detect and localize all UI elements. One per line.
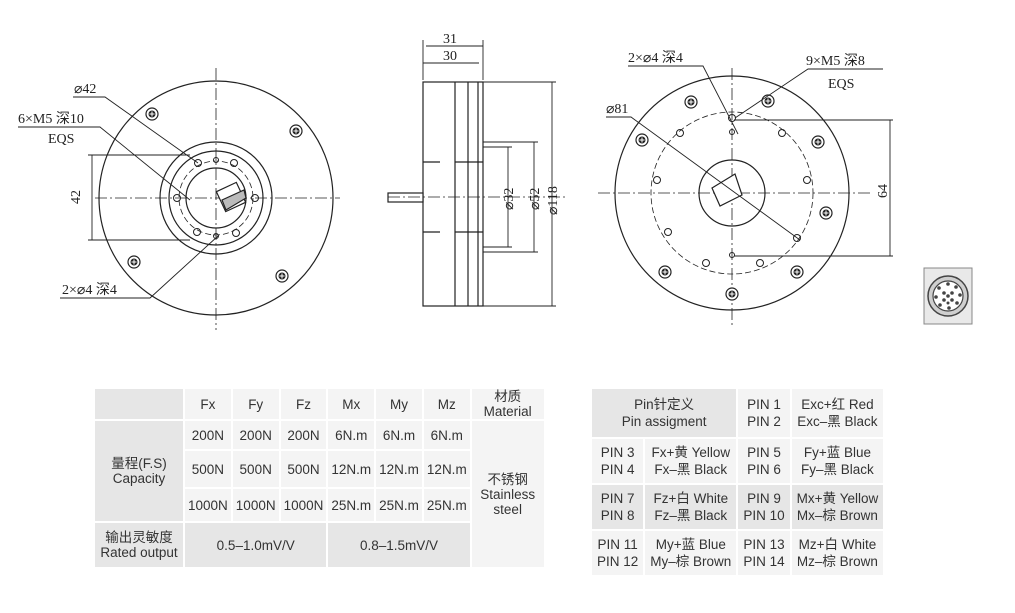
output-force: 0.5–1.0mV/V <box>182 521 329 569</box>
table-cell: 12N.m <box>374 449 424 489</box>
screw-icon <box>275 269 289 283</box>
table-cell: 6N.m <box>421 419 472 451</box>
screw-icon <box>658 265 672 279</box>
dim-eqs-back: EQS <box>828 77 854 92</box>
col-header: My <box>374 387 424 421</box>
table-cell: 200N <box>230 419 281 451</box>
dim-64: 64 <box>876 184 891 198</box>
table-cell: 25N.m <box>326 487 377 523</box>
dim-pin-holes: 2×⌀4 深4 <box>62 282 117 298</box>
dim-31: 31 <box>443 32 457 47</box>
screw-icon <box>684 95 698 109</box>
table-cell: 200N <box>183 419 233 451</box>
table-cell: 500N <box>183 449 233 489</box>
screw-icon <box>289 124 303 138</box>
pin-label: PIN 7 PIN 8 <box>589 483 646 531</box>
screw-icon <box>819 206 833 220</box>
output-label: 输出灵敏度 Rated output <box>93 521 185 569</box>
dim-eqs: EQS <box>48 132 74 147</box>
table-cell: 12N.m <box>326 449 377 489</box>
pin-value: My+蓝 Blue My–棕 Brown <box>643 529 739 577</box>
spec-table: Fx Fy Fz Mx My Mz 材质 Material 量程(F.S) Ca… <box>93 387 546 569</box>
table-cell: 6N.m <box>326 419 377 451</box>
pin-value: Fy+蓝 Blue Fy–黑 Black <box>789 437 886 485</box>
table-cell: 1000N <box>230 487 281 523</box>
pin-label: PIN 3 PIN 4 <box>589 437 646 485</box>
screw-icon <box>145 107 159 121</box>
table-cell: 1000N <box>183 487 233 523</box>
pin-label: PIN 9 PIN 10 <box>736 483 792 531</box>
table-cell: 500N <box>230 449 281 489</box>
pin-value: Mx+黄 Yellow Mx–棕 Brown <box>789 483 886 531</box>
dim-42: 42 <box>69 190 84 204</box>
capacity-label: 量程(F.S) Capacity <box>93 419 185 523</box>
col-header: Mx <box>326 387 377 421</box>
col-header: Fy <box>230 387 281 421</box>
table-cell: 1000N <box>278 487 329 523</box>
pin-value: Exc+红 Red Exc–黑 Black <box>789 387 886 439</box>
back-view <box>598 68 870 325</box>
table-cell: 25N.m <box>374 487 424 523</box>
dim-thread-holes: 6×M5 深10 <box>18 111 84 127</box>
pin-value: Fz+白 White Fz–黑 Black <box>643 483 739 531</box>
col-header: Fz <box>278 387 329 421</box>
pin-value: Mz+白 White Mz–棕 Brown <box>789 529 886 577</box>
table-cell: 25N.m <box>421 487 472 523</box>
table-cell: 12N.m <box>421 449 472 489</box>
dim-diameter-118: ⌀118 <box>546 186 561 215</box>
material-value: 不锈钢 Stainless steel <box>469 419 546 569</box>
screw-icon <box>761 94 775 108</box>
table-cell: 6N.m <box>374 419 424 451</box>
pin-table: Pin针定义 Pin assigment PIN 1 PIN 2 Exc+红 R… <box>589 387 886 577</box>
dim-diameter-42: ⌀42 <box>74 82 96 97</box>
pin-value: Fx+黄 Yellow Fx–黑 Black <box>643 437 739 485</box>
dim-diameter-32: ⌀32 <box>502 188 517 210</box>
table-cell: 500N <box>278 449 329 489</box>
screw-icon <box>811 135 825 149</box>
dim-diameter-52: ⌀52 <box>528 188 543 210</box>
dim-thread-holes-back: 9×M5 深8 <box>806 53 865 69</box>
pin-label: PIN 11 PIN 12 <box>589 529 646 577</box>
front-view <box>95 68 340 330</box>
table-cell: 200N <box>278 419 329 451</box>
col-header: Fx <box>183 387 233 421</box>
connector-icon <box>923 267 973 325</box>
pin-header: Pin针定义 Pin assigment <box>589 387 739 439</box>
pin-label: PIN 13 PIN 14 <box>736 529 792 577</box>
screw-icon <box>725 287 739 301</box>
col-header: Mz <box>421 387 472 421</box>
dim-pin-holes-back: 2×⌀4 深4 <box>628 50 683 66</box>
screw-icon <box>635 133 649 147</box>
material-header: 材质 Material <box>469 387 546 421</box>
dim-30: 30 <box>443 49 457 64</box>
dim-diameter-81: ⌀81 <box>606 102 628 117</box>
screw-icon <box>790 265 804 279</box>
side-view <box>387 40 565 307</box>
pin-label: PIN 5 PIN 6 <box>736 437 792 485</box>
screw-icon <box>127 255 141 269</box>
pin-label: PIN 1 PIN 2 <box>736 387 792 439</box>
output-moment: 0.8–1.5mV/V <box>326 521 472 569</box>
